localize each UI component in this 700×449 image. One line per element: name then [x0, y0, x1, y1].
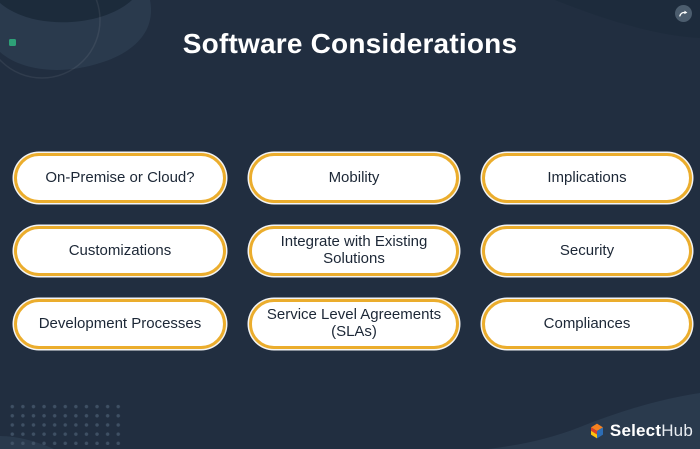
- consideration-label: On-Premise or Cloud?: [45, 168, 195, 186]
- consideration-pill: On-Premise or Cloud?: [14, 153, 226, 203]
- considerations-grid: On-Premise or Cloud? Mobility Implicatio…: [14, 153, 692, 349]
- consideration-label: Development Processes: [38, 314, 202, 332]
- consideration-label: Service Level Agreements (SLAs): [266, 306, 442, 340]
- selecthub-logo: SelectHub: [589, 421, 693, 441]
- consideration-pill: Customizations: [14, 226, 226, 276]
- consideration-label: Mobility: [328, 168, 380, 186]
- dot-grid-pattern: [6, 401, 122, 445]
- brand-name-light: Hub: [661, 421, 693, 440]
- consideration-pill: Implications: [482, 153, 692, 203]
- green-accent-square: [9, 39, 16, 46]
- curved-arrow-icon: [679, 10, 688, 17]
- consideration-label: Compliances: [543, 314, 631, 332]
- consideration-pill: Service Level Agreements (SLAs): [249, 299, 459, 349]
- selecthub-cube-icon: [590, 423, 603, 439]
- consideration-pill: Integrate with Existing Solutions: [249, 226, 459, 276]
- page-title: Software Considerations: [182, 28, 518, 59]
- consideration-label: Implications: [547, 168, 627, 186]
- consideration-label: Customizations: [68, 241, 172, 259]
- brand-name-bold: Select: [609, 421, 662, 440]
- consideration-pill: Development Processes: [14, 299, 226, 349]
- share-button[interactable]: [675, 5, 692, 22]
- consideration-pill: Mobility: [249, 153, 459, 203]
- consideration-label: Integrate with Existing Solutions: [280, 233, 428, 267]
- consideration-label: Security: [559, 241, 615, 259]
- consideration-pill: Compliances: [482, 299, 692, 349]
- consideration-pill: Security: [482, 226, 692, 276]
- brand-wordmark: SelectHub: [610, 421, 693, 441]
